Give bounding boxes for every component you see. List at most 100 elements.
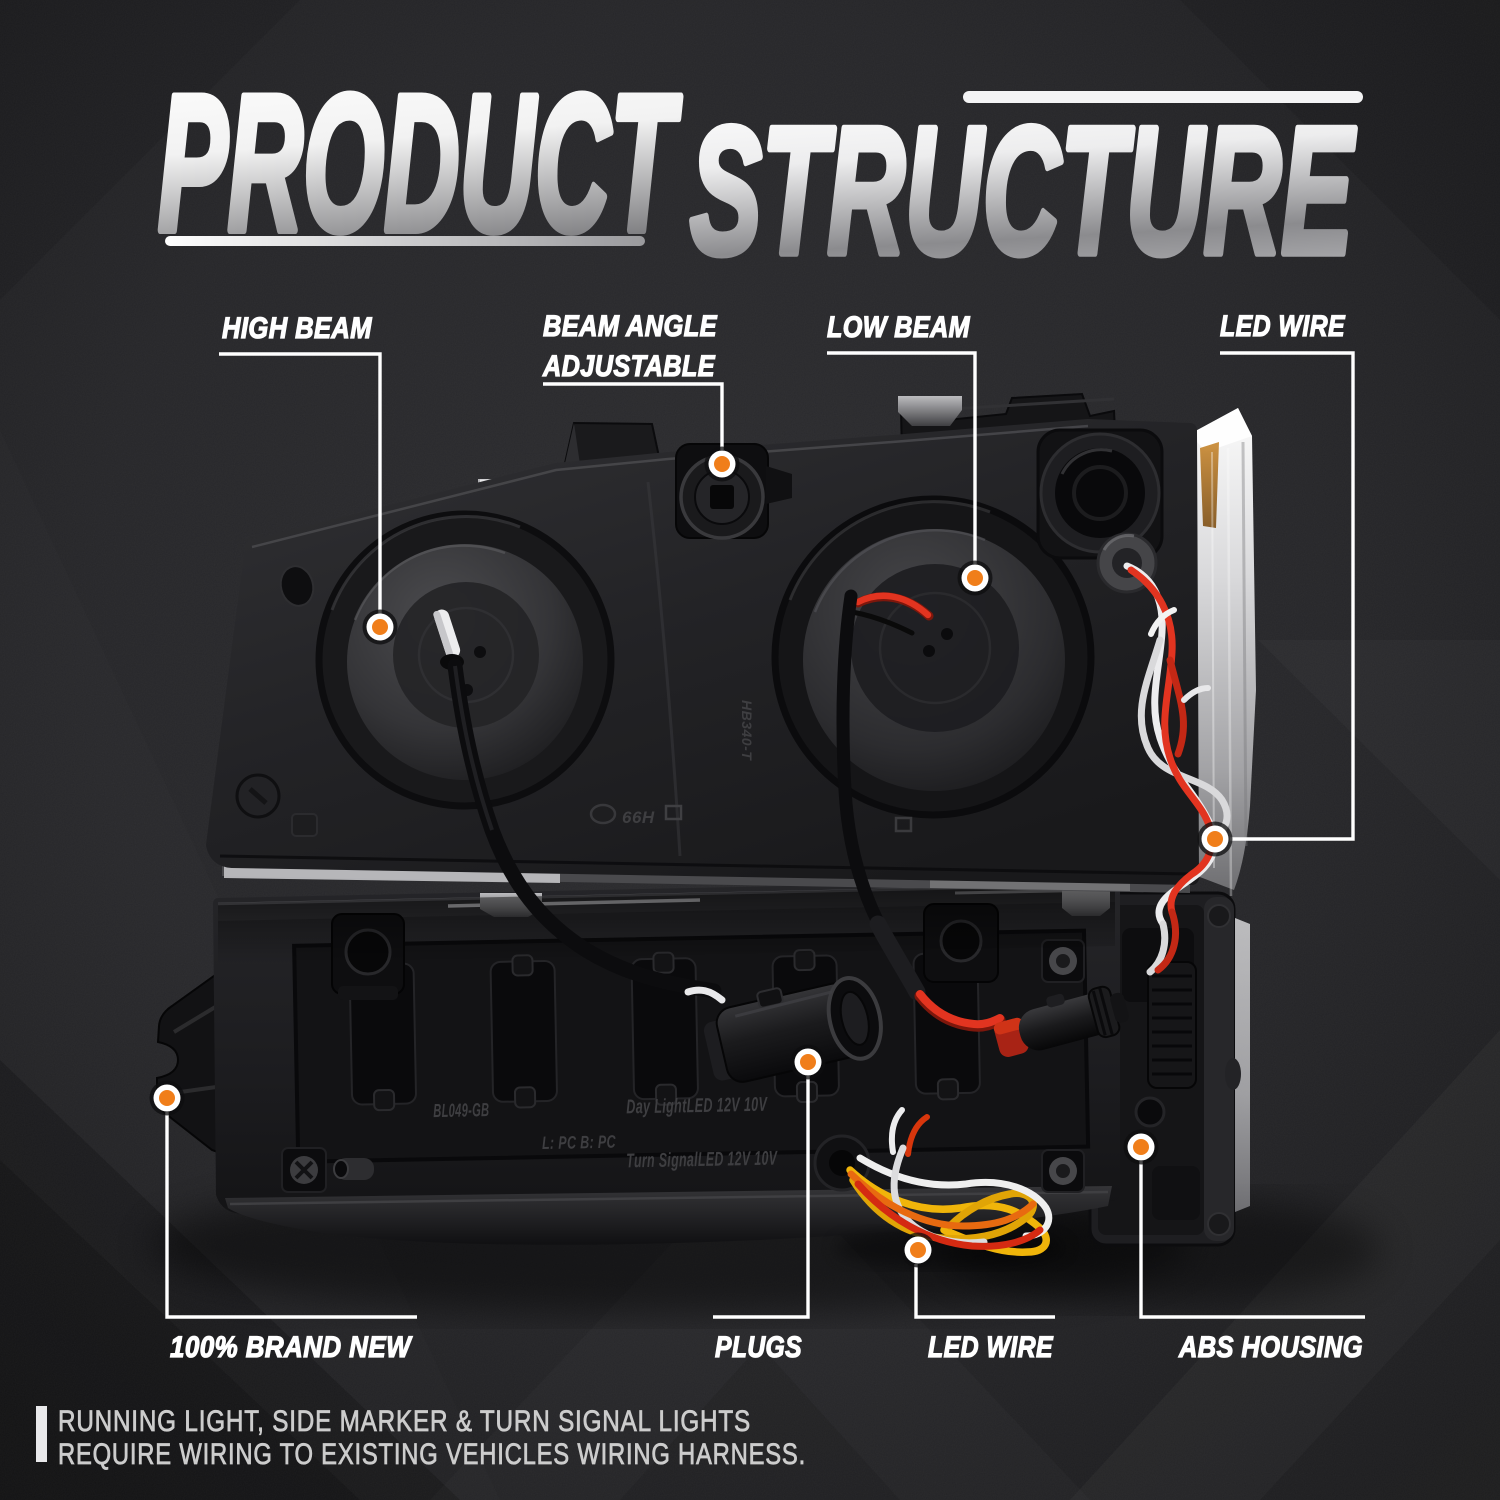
- marking-66h: 66H: [622, 808, 655, 827]
- high-beam-plateau: [393, 582, 539, 728]
- led-wire-red-2: [1166, 656, 1187, 758]
- dot-plugs: [790, 1044, 826, 1080]
- dot-brand-new: [149, 1080, 185, 1116]
- callout-dots: [149, 446, 1233, 1268]
- slot-3: [630, 951, 699, 1106]
- abs-panel-edge: [1204, 897, 1234, 1241]
- plug-white-wire: [684, 986, 726, 1004]
- abs-bracket-small: [1152, 1166, 1200, 1220]
- dot-beam-angle: [704, 446, 740, 482]
- bundle-stub-red: [905, 1114, 930, 1157]
- abs-clamp-lower: [1147, 961, 1197, 1089]
- label-abs-housing: ABS HOUSING: [1178, 1331, 1363, 1364]
- high-beam-bulb-wire: [433, 609, 461, 659]
- high-beam-bowl: [315, 510, 615, 810]
- low-beam-nub-2: [941, 628, 953, 640]
- label-high-beam: HIGH BEAM: [222, 312, 372, 345]
- left-screw: [281, 1147, 327, 1193]
- cap-inner-ring: [1072, 465, 1128, 521]
- label-led-wire-bottom: LED WIRE: [928, 1331, 1053, 1364]
- upper-housing: 66H HB340-T: [206, 392, 1256, 1001]
- lens-streak-1: [1211, 451, 1215, 869]
- side-lens-strip: [1235, 918, 1250, 1212]
- bulb-cap-assembly: [1036, 428, 1164, 560]
- label-beam-angle-line1: BEAM ANGLE: [543, 310, 717, 343]
- slotted-panel: BL049-GB Day LightLED 12V 10V L: PC B: P…: [292, 928, 1091, 1173]
- bundle-yellow-1: [846, 1166, 1050, 1256]
- headlight-assembly-photo: BL049-GB Day LightLED 12V 10V L: PC B: P…: [150, 392, 1380, 1315]
- plug-red-wire: [916, 990, 1004, 1029]
- side-lens-notch: [1225, 1058, 1241, 1090]
- cap-highlight: [1060, 448, 1113, 475]
- abs-clamp-ribs: [1152, 974, 1192, 1076]
- dot-led-wire-top: [1197, 821, 1233, 857]
- cylinder-plug-nub: [1046, 993, 1065, 1008]
- marking-part-number: BL049-GB: [433, 1100, 489, 1122]
- marking-turn-signal: Turn SignalLED 12V 10V: [626, 1148, 778, 1173]
- adjuster-arm: [766, 466, 792, 504]
- left-oval-hole: [279, 565, 315, 607]
- led-wire-white-3: [1146, 920, 1169, 976]
- footnote: RUNNING LIGHT, SIDE MARKER & TURN SIGNAL…: [36, 1405, 806, 1471]
- upper-housing-bottom-edge: [219, 854, 1191, 876]
- high-beam-dome-rim: [353, 544, 506, 621]
- hex-screw-bottom: [1041, 1149, 1085, 1193]
- cylinder-plug-boot-top: [993, 1017, 1024, 1035]
- low-beam-plateau-ring: [878, 591, 992, 705]
- slot-2: [489, 954, 558, 1109]
- marking-day-light: Day LightLED 12V 10V: [626, 1094, 768, 1119]
- low-beam-red-wire: [854, 592, 932, 619]
- low-beam-nub-1: [923, 645, 935, 657]
- side-marker-lens: [1190, 408, 1256, 897]
- divider-ridge: [646, 481, 682, 857]
- callout-abs-housing-line: [1139, 1161, 1365, 1319]
- dot-led-wire-bottom: [900, 1232, 936, 1268]
- left-bump-slot: [248, 787, 268, 805]
- callout-led-wire-bottom-line: [914, 1264, 1055, 1319]
- callout-led-wire-top-line: [1220, 351, 1355, 841]
- marking-bulb: HB340-T: [739, 700, 755, 761]
- low-beam-cable-shrink: [869, 915, 926, 1001]
- abs-round-hole: [1134, 1096, 1166, 1128]
- bundle-red-1: [854, 1180, 1044, 1250]
- lens-streak-3: [1241, 441, 1248, 847]
- bulb-cap: [1055, 448, 1145, 538]
- callout-low-beam-line: [827, 351, 977, 564]
- high-beam-cable-sheen: [453, 665, 494, 831]
- label-low-beam: LOW BEAM: [827, 311, 970, 344]
- callout-beam-angle-line: [543, 382, 724, 450]
- low-beam-recess-rim: [788, 500, 991, 601]
- label-led-wire-top: LED WIRE: [1220, 310, 1345, 343]
- led-wire-red-1: [1127, 566, 1216, 916]
- lens-streak-2: [1226, 447, 1233, 897]
- dot-abs-housing: [1123, 1129, 1159, 1165]
- cylinder-plug-tip: [1110, 992, 1129, 1023]
- footnote-line-2: REQUIRE WIRING TO EXISTING VEHICLES WIRI…: [58, 1438, 806, 1471]
- main-plug-edge: [734, 990, 833, 1018]
- abs-dimple-bottom: [1207, 1212, 1231, 1236]
- main-plug-face-inner: [839, 990, 870, 1046]
- cylinder-plug-ridges: [1091, 987, 1114, 1036]
- callout-plugs-line: [713, 1076, 810, 1319]
- low-beam-bowl: [771, 495, 1095, 819]
- low-beam-black-wire: [849, 609, 915, 636]
- footnote-line-1: RUNNING LIGHT, SIDE MARKER & TURN SIGNAL…: [58, 1405, 751, 1438]
- left-square-bump: [291, 813, 318, 837]
- callout-high-beam-line: [219, 352, 382, 614]
- led-wire-tip-1: [1148, 607, 1177, 637]
- housing-marks: 66H HB340-T: [589, 700, 913, 833]
- title-block: PRODUCT STRUCTURE: [154, 51, 1363, 296]
- low-beam-plateau: [851, 564, 1019, 732]
- breather-nipple: [333, 1158, 374, 1180]
- high-beam-recess-rim: [330, 514, 521, 611]
- adjuster-square-hole: [710, 485, 734, 509]
- label-plugs: PLUGS: [715, 1331, 802, 1364]
- beam-adjuster: [675, 443, 792, 540]
- footnote-accent-bar: [36, 1406, 47, 1462]
- led-wire-tip-2: [1181, 685, 1211, 703]
- callout-brand-new-line: [165, 1112, 417, 1319]
- title-word-structure: STRUCTURE: [690, 90, 1356, 292]
- label-beam-angle-line2: ADJUSTABLE: [542, 350, 715, 383]
- bundle-white-1: [856, 1154, 1053, 1240]
- bundle-shadow: [835, 1228, 1065, 1268]
